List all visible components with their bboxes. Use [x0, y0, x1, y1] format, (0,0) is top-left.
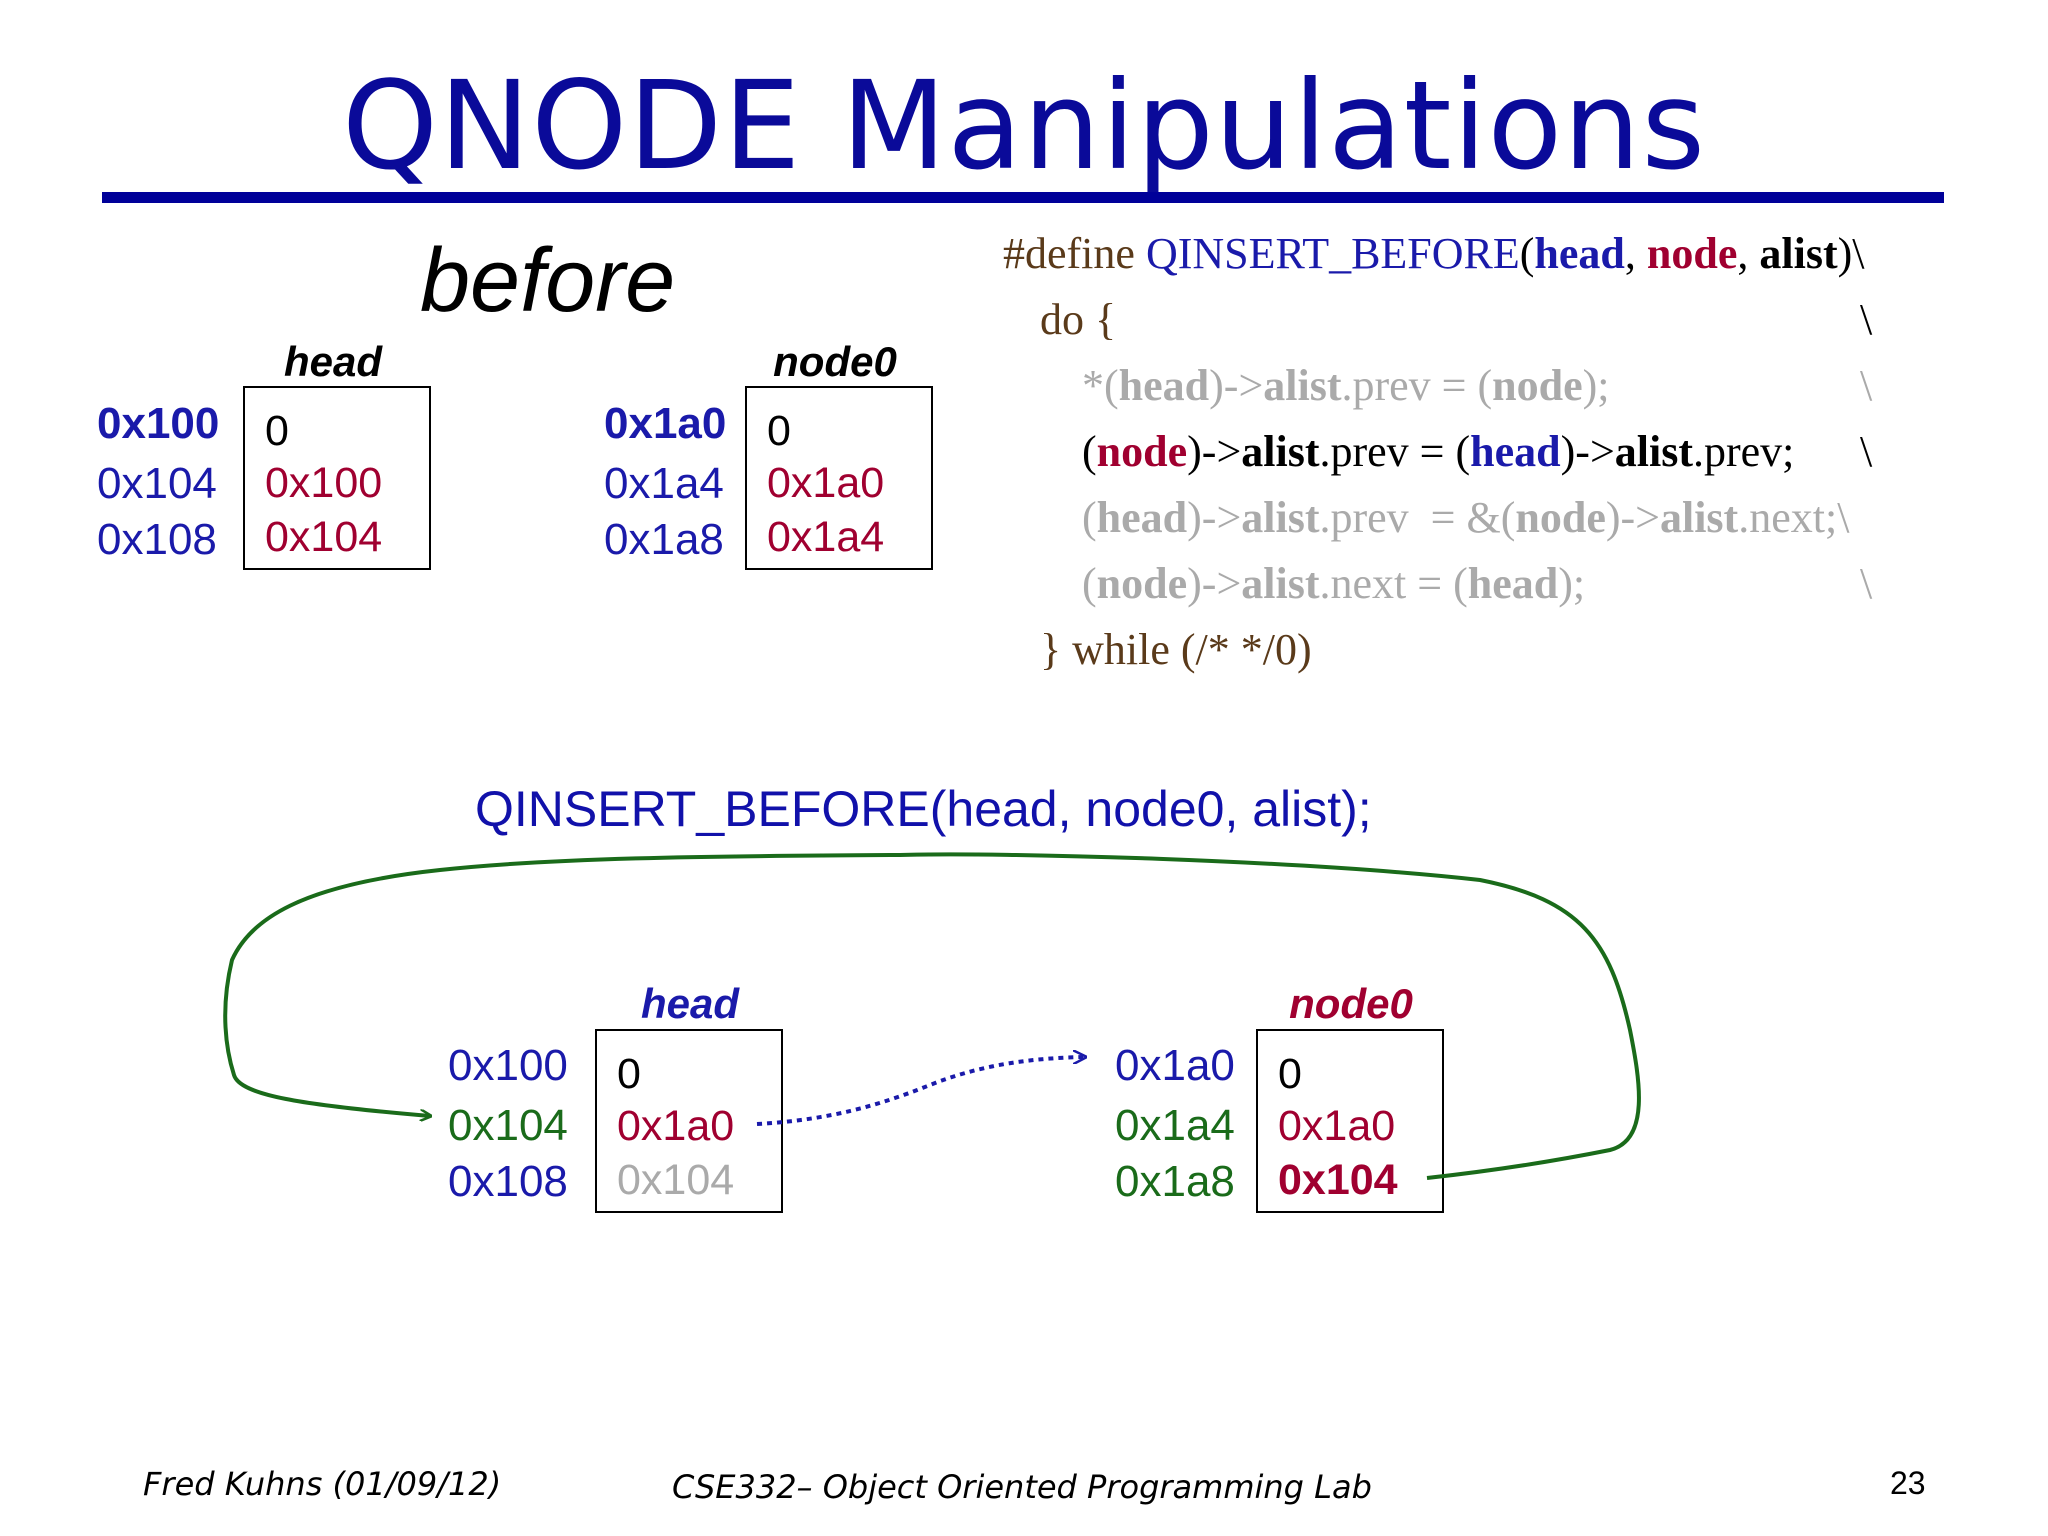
code-text: ); [1582, 361, 1610, 410]
top-head-addr-2: 0x108 [97, 515, 217, 564]
top-node0-title: node0 [773, 338, 897, 385]
code-text: )-> [1187, 493, 1242, 542]
bottom-node0-addr-1: 0x1a4 [1115, 1101, 1235, 1150]
bottom-head-cell-1: 0x1a0 [617, 1102, 735, 1150]
code-text: .prev = ( [1341, 361, 1493, 410]
code-paren: ( [1519, 229, 1535, 278]
code-text: ( [1082, 559, 1097, 608]
code-head-ref: head [1096, 493, 1188, 542]
footer-author: Fred Kuhns (01/09/12) [143, 1465, 502, 1503]
green-pointer-arrow [223, 852, 1641, 1180]
bottom-node0-cell-0: 0 [1278, 1050, 1302, 1098]
code-node-ref: node [1096, 427, 1188, 476]
top-head-cell-0: 0 [265, 407, 289, 455]
code-line-1: #define QINSERT_BEFORE(head, node, alist… [1003, 232, 1865, 276]
code-line-4-continuation: \ [1860, 427, 1873, 476]
top-head-addr-0: 0x100 [97, 399, 220, 448]
top-head-cell-1: 0x100 [265, 459, 383, 507]
bottom-node0-addr-2: 0x1a8 [1115, 1157, 1235, 1206]
blue-dotted-pointer-arrow [756, 1057, 1085, 1126]
bottom-head-box: 0 0x1a0 0x104 [595, 1029, 783, 1213]
top-node0-addr-0: 0x1a0 [604, 399, 727, 448]
code-macro-name: QINSERT_BEFORE [1145, 229, 1520, 278]
macro-call-label: QINSERT_BEFORE(head, node0, alist); [475, 781, 1372, 837]
code-text: )-> [1560, 427, 1615, 476]
title-underline [102, 192, 1944, 203]
code-comma: , [1624, 229, 1647, 278]
bottom-head-title: head [640, 980, 740, 1027]
code-text: )-> [1605, 493, 1660, 542]
code-text: ( [1082, 493, 1097, 542]
bottom-head-addr-2: 0x108 [448, 1157, 568, 1206]
top-node0-cell-2: 0x1a4 [767, 513, 885, 561]
code-text: .next = ( [1319, 559, 1468, 608]
code-text: .prev = ( [1319, 427, 1471, 476]
bottom-node0-cell-2: 0x104 [1278, 1156, 1398, 1204]
code-node-ref: node [1515, 493, 1606, 542]
code-line-7: } while (/* */0) [1040, 625, 1312, 674]
bottom-node0-cell-1: 0x1a0 [1278, 1102, 1396, 1150]
code-text: )-> [1209, 361, 1264, 410]
code-text: .prev = &( [1319, 493, 1516, 542]
code-alist-ref: alist [1614, 427, 1693, 476]
code-head-ref: head [1118, 361, 1210, 410]
slide-title: QNODE Manipulations [341, 55, 1707, 197]
footer-course: CSE332– Object Oriented Programming Lab [672, 1468, 1372, 1506]
code-comma: , [1737, 229, 1760, 278]
code-line-5: (head)->alist.prev = &(node)->alist.next… [1082, 496, 1849, 540]
code-alist-ref: alist [1241, 559, 1320, 608]
code-text: *( [1082, 361, 1119, 410]
code-node-ref: node [1492, 361, 1583, 410]
code-text: ( [1082, 427, 1097, 476]
bottom-head-addr-1: 0x104 [448, 1101, 568, 1150]
code-param-alist: alist [1759, 229, 1838, 278]
code-line-2: do { [1040, 295, 1117, 344]
top-head-title: head [283, 338, 383, 385]
top-node0-addr-1: 0x1a4 [604, 459, 724, 508]
code-text: .next;\ [1738, 493, 1850, 542]
code-param-head: head [1534, 229, 1625, 278]
code-text: ); [1558, 559, 1586, 608]
bottom-head-cell-0: 0 [617, 1050, 641, 1098]
bottom-node0-addr-0: 0x1a0 [1115, 1041, 1235, 1090]
top-node0-box: 0 0x1a0 0x1a4 [745, 386, 933, 570]
code-line-6-continuation: \ [1860, 559, 1873, 608]
code-line-3: *(head)->alist.prev = (node); [1082, 364, 1610, 408]
code-text: .prev; [1693, 427, 1795, 476]
code-line-6: (node)->alist.next = (head); [1082, 562, 1585, 606]
top-node0-cell-1: 0x1a0 [767, 459, 885, 507]
bottom-head-addr-0: 0x100 [448, 1041, 568, 1090]
code-alist-ref: alist [1241, 427, 1320, 476]
code-text: )-> [1187, 427, 1242, 476]
top-node0-addr-2: 0x1a8 [604, 515, 724, 564]
top-head-cell-2: 0x104 [265, 513, 383, 561]
code-line-2-continuation: \ [1860, 295, 1873, 344]
bottom-head-cell-2: 0x104 [617, 1156, 735, 1204]
code-alist-ref: alist [1263, 361, 1342, 410]
bottom-node0-box: 0 0x1a0 0x104 [1256, 1029, 1444, 1213]
top-head-box: 0 0x100 0x104 [243, 386, 431, 570]
code-node-ref: node [1096, 559, 1188, 608]
code-text: )-> [1187, 559, 1242, 608]
footer-page-number: 23 [1890, 1465, 1926, 1501]
top-head-addr-1: 0x104 [97, 459, 217, 508]
code-head-ref: head [1470, 427, 1561, 476]
bottom-node0-title: node0 [1289, 980, 1413, 1027]
before-label: before [420, 231, 676, 331]
code-alist-ref: alist [1241, 493, 1320, 542]
code-alist-ref: alist [1659, 493, 1739, 542]
code-define-keyword: #define [1003, 229, 1146, 278]
code-param-node: node [1646, 229, 1738, 278]
code-line-4: (node)->alist.prev = (head)->alist.prev; [1082, 430, 1794, 474]
top-node0-cell-0: 0 [767, 407, 791, 455]
code-line-3-continuation: \ [1860, 361, 1873, 410]
code-head-ref: head [1467, 559, 1559, 608]
code-line-continuation: )\ [1837, 229, 1865, 278]
